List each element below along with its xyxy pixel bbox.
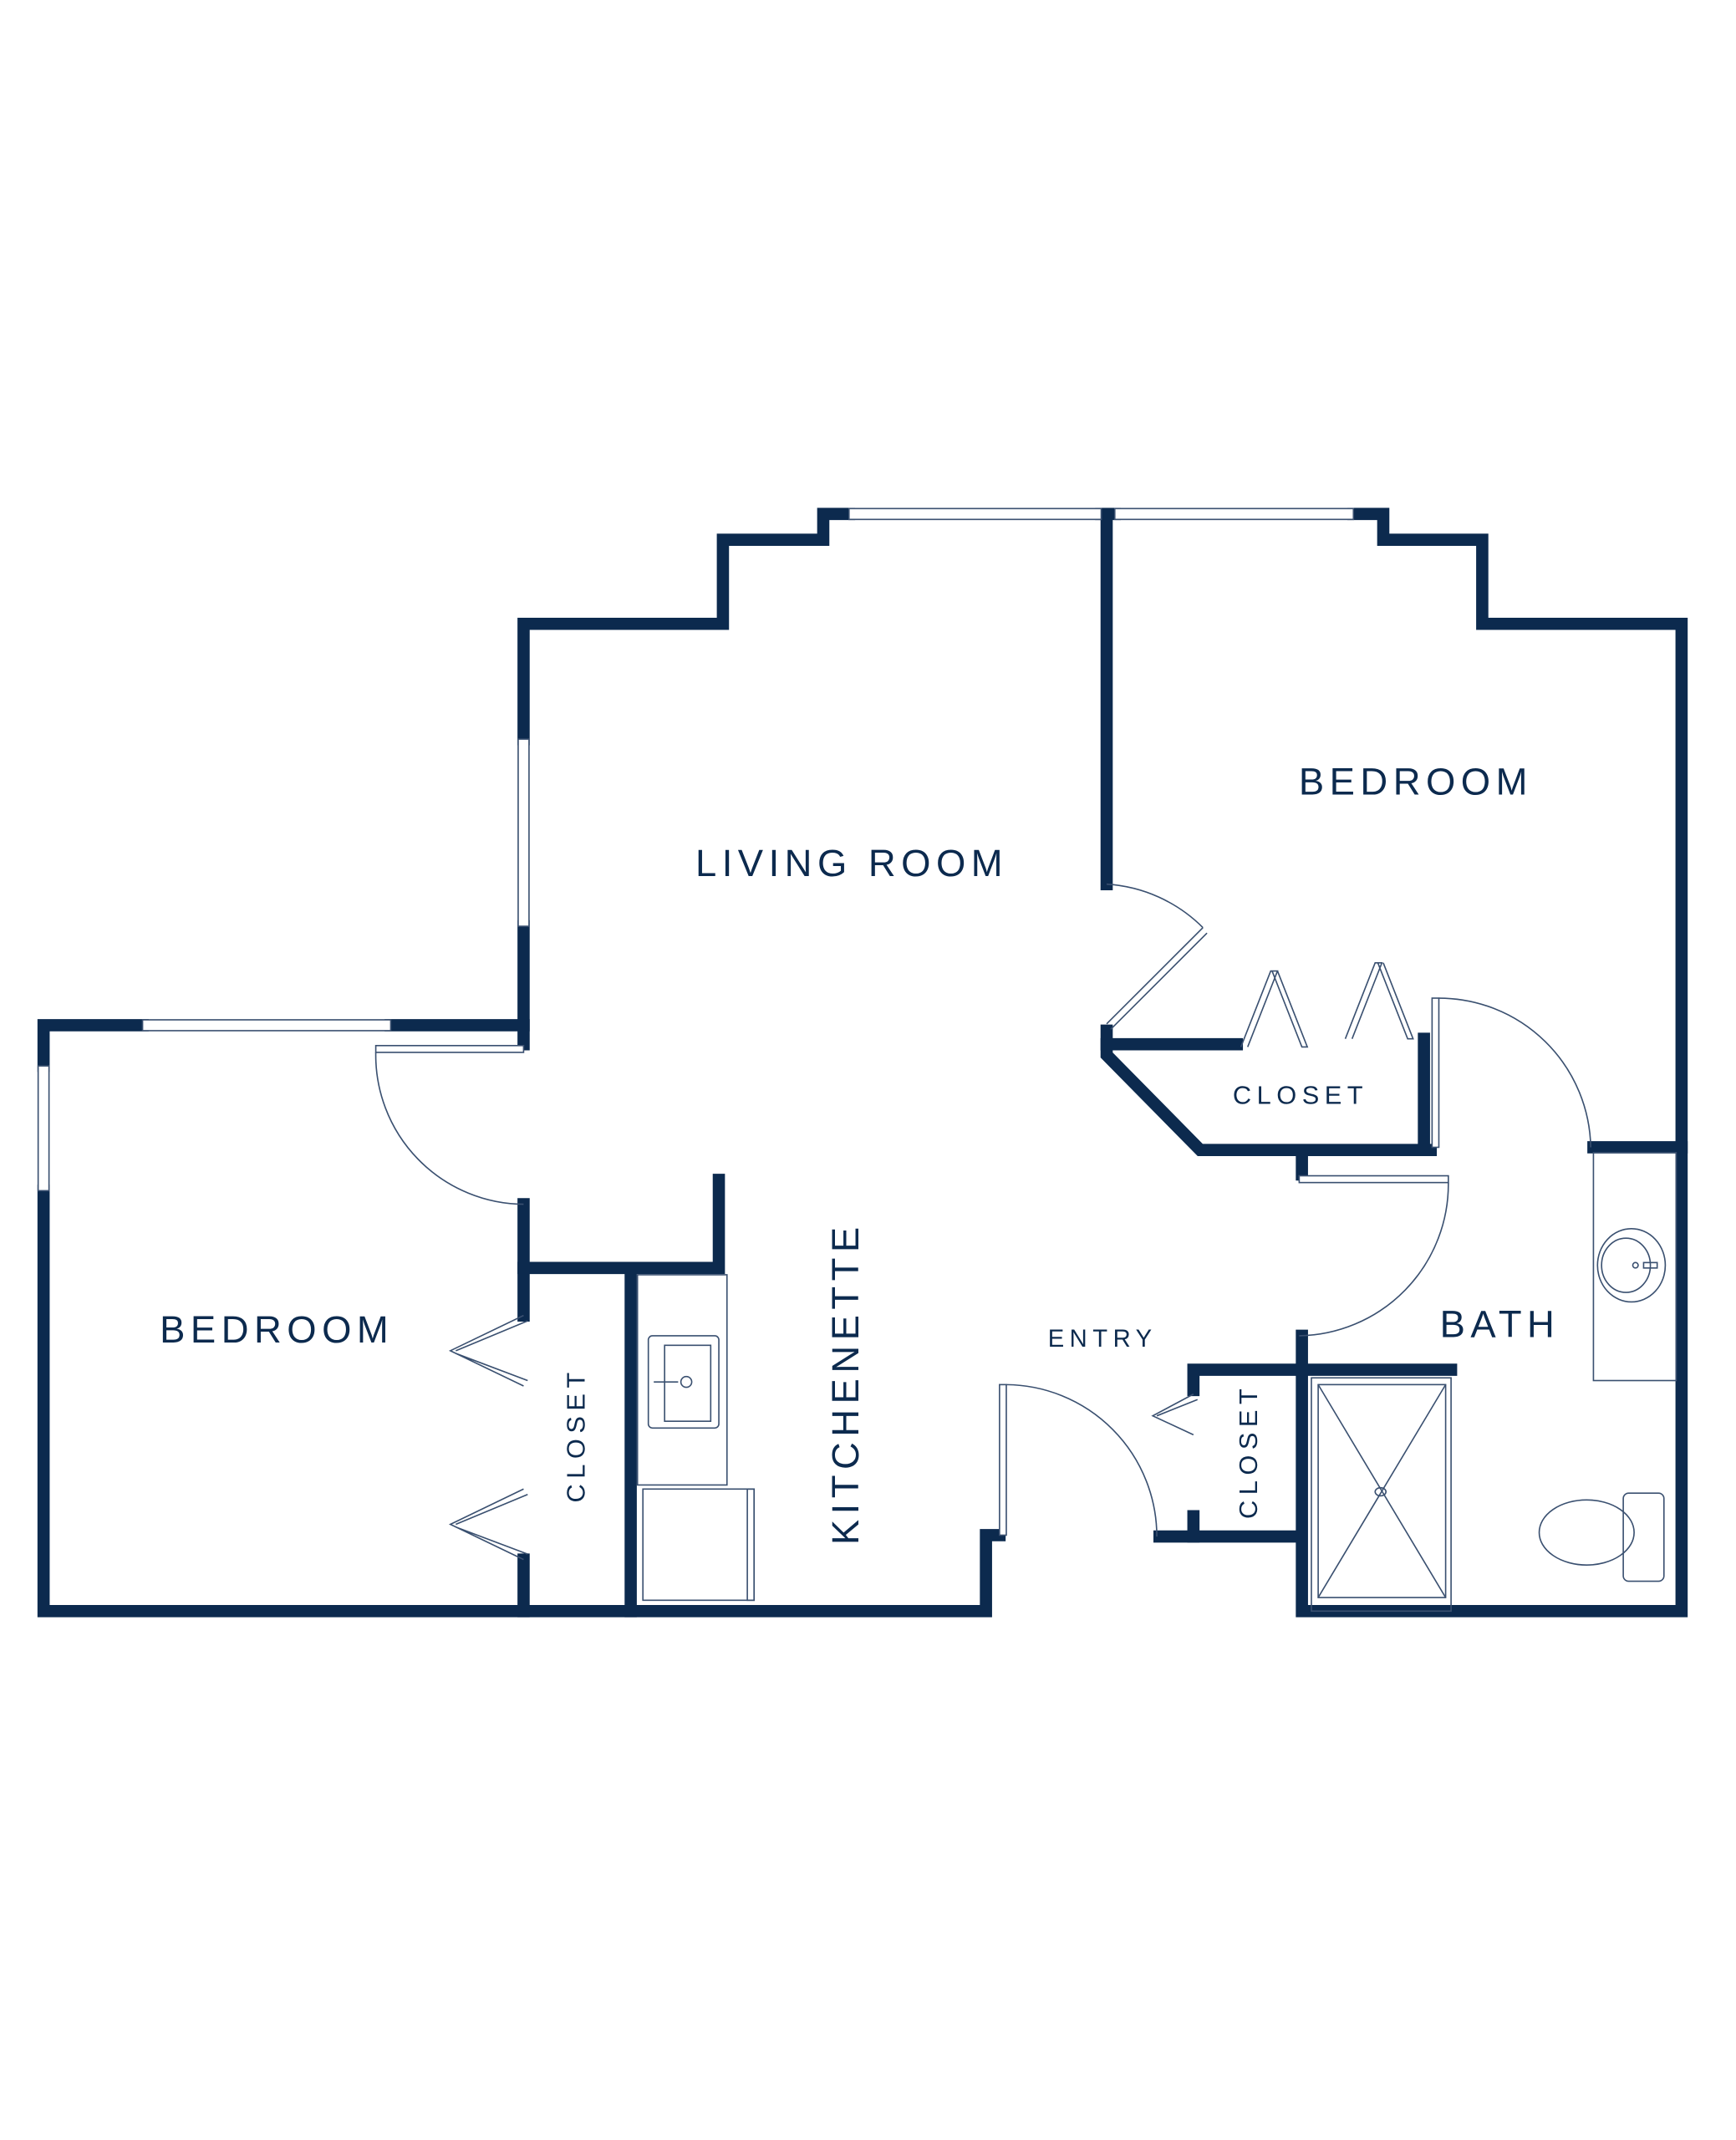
doors — [374, 883, 1592, 1561]
label-closet-right: CLOSET — [1233, 1081, 1368, 1110]
label-bath: BATH — [1440, 1303, 1560, 1346]
label-living-room: LIVING ROOM — [695, 842, 1008, 884]
kitchen-fixtures — [636, 1274, 756, 1602]
room-labels: LIVING ROOM BEDROOM BEDROOM CLOSET CLOSE… — [160, 761, 1560, 1545]
label-bedroom-right: BEDROOM — [1299, 761, 1533, 803]
label-entry: ENTRY — [1048, 1326, 1158, 1353]
label-closet-left: CLOSET — [561, 1367, 590, 1502]
bath-fixtures — [1311, 1152, 1677, 1613]
windows — [37, 507, 1355, 1192]
label-kitchenette: KITCHENETTE — [824, 1221, 867, 1545]
label-closet-entry: CLOSET — [1234, 1383, 1263, 1519]
walls — [37, 507, 1688, 1618]
label-bedroom-left: BEDROOM — [160, 1308, 394, 1351]
